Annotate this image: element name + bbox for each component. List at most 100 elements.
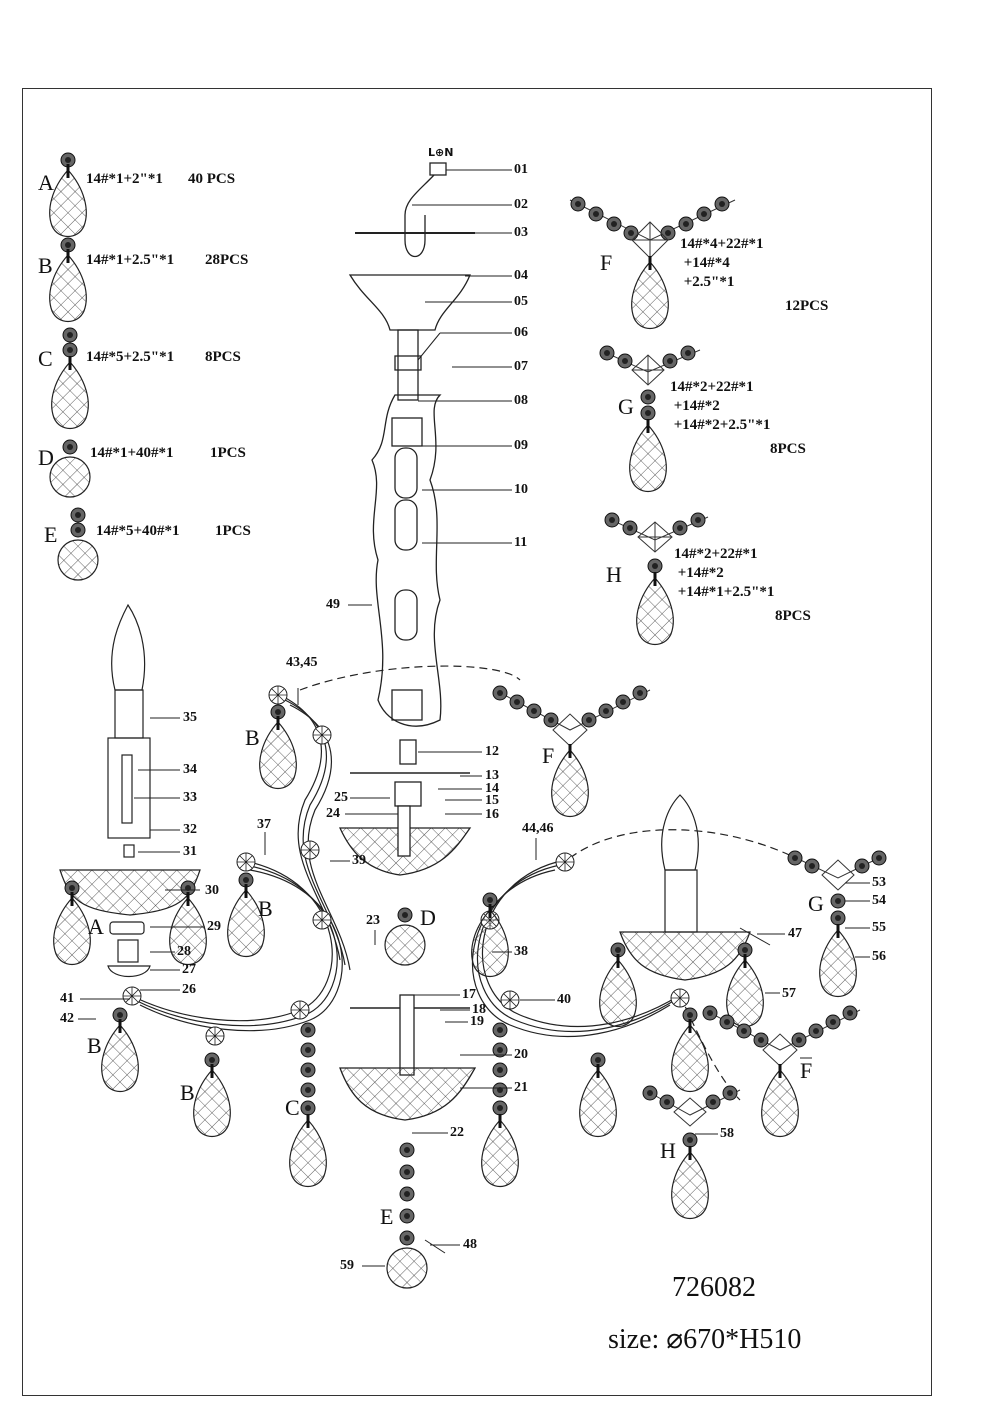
part-number: 26 xyxy=(182,982,196,997)
part-number: 25 xyxy=(334,790,348,805)
part-number: 56 xyxy=(872,949,886,964)
model-number: 726082 xyxy=(672,1272,756,1303)
legend-icon-d xyxy=(49,439,91,498)
part-number: 40 xyxy=(557,992,571,1007)
strand-c-right xyxy=(480,1022,520,1188)
part-number: 38 xyxy=(514,944,528,959)
part-number: 43,45 xyxy=(286,655,318,670)
legend-spec-a: 14#*1+2"*1 xyxy=(86,171,163,187)
part-number: 42 xyxy=(60,1011,74,1026)
callout-b: B xyxy=(245,725,260,750)
part-number: 28 xyxy=(177,944,191,959)
legend-qty-g: 8PCS xyxy=(770,441,806,457)
part-number: 53 xyxy=(872,875,886,890)
part-number: 54 xyxy=(872,893,886,908)
part-number: 18 xyxy=(472,1002,486,1017)
legend-qty-a: 40 PCS xyxy=(188,171,236,187)
legend-spec-c: 14#*5+2.5"*1 xyxy=(86,349,175,365)
legend-icon-c xyxy=(50,327,90,430)
legend-letter-h: H xyxy=(606,562,622,587)
part-number: 15 xyxy=(485,793,499,808)
legend-qty-b: 28PCS xyxy=(205,252,249,268)
part-number: 12 xyxy=(485,744,499,759)
legend-icon-g xyxy=(599,345,701,493)
callout-f: F xyxy=(542,743,555,768)
arms xyxy=(129,665,801,1101)
part-number: 22 xyxy=(450,1125,464,1140)
part-number: 47 xyxy=(788,926,802,941)
part-number: 02 xyxy=(514,197,528,212)
part-number: 09 xyxy=(514,438,528,453)
part-number: 08 xyxy=(514,393,528,408)
part-number: 44,46 xyxy=(522,821,554,836)
part-number: 57 xyxy=(782,986,796,1001)
legend-qty-d: 1PCS xyxy=(210,445,246,461)
part-number: 05 xyxy=(514,294,528,309)
candle-right xyxy=(619,794,751,981)
part-number: 04 xyxy=(514,268,528,283)
size-spec: size: ⌀670*H510 xyxy=(608,1324,802,1355)
callout-b: B xyxy=(87,1033,102,1058)
legend-letter-c: C xyxy=(38,346,53,371)
part-number: 10 xyxy=(514,482,528,497)
legend-spec-b: 14#*1+2.5"*1 xyxy=(86,252,175,268)
terminal-label: L⊕N xyxy=(428,146,454,159)
part-number: 21 xyxy=(514,1080,528,1095)
callout-a: A xyxy=(88,914,104,939)
part-number: 27 xyxy=(182,962,196,977)
part-number: 01 xyxy=(514,162,528,177)
part-number: 24 xyxy=(326,806,340,821)
part-number: 41 xyxy=(60,991,74,1006)
legend-letter-g: G xyxy=(618,394,634,419)
part-number: 55 xyxy=(872,920,886,935)
legend-icon-b xyxy=(48,237,88,323)
part-number: 30 xyxy=(205,883,219,898)
part-number: 31 xyxy=(183,844,197,859)
callout-b: B xyxy=(258,896,273,921)
legend-spec-g: 14#*2+22#*1 +14#*2 +14#*2+2.5"*1 xyxy=(670,379,771,433)
strand-g-right xyxy=(787,850,887,998)
part-number: 11 xyxy=(514,535,528,550)
part-number: 33 xyxy=(183,790,197,805)
part-number: 48 xyxy=(463,1237,477,1252)
callout-f: F xyxy=(800,1058,813,1083)
legend-qty-h: 8PCS xyxy=(775,608,811,624)
part-number: 20 xyxy=(514,1047,528,1062)
part-number: 59 xyxy=(340,1258,354,1273)
legend-spec-d: 14#*1+40#*1 xyxy=(90,445,174,461)
part-number: 19 xyxy=(470,1014,484,1029)
callout-d: D xyxy=(420,905,436,930)
strand-f-center xyxy=(492,685,651,818)
callout-e: E xyxy=(380,1204,394,1229)
part-number: 16 xyxy=(485,807,499,822)
part-number: 06 xyxy=(514,325,528,340)
legend-qty-e: 1PCS xyxy=(215,523,251,539)
legend-spec-h: 14#*2+22#*1 +14#*2 +14#*1+2.5"*1 xyxy=(674,546,775,600)
part-number: 39 xyxy=(352,853,366,868)
part-number: 03 xyxy=(514,225,528,240)
ceiling-canopy-assembly xyxy=(338,162,477,1121)
part-number: 13 xyxy=(485,768,499,783)
part-number: 37 xyxy=(257,817,271,832)
part-number: 14 xyxy=(485,781,499,796)
legend-letter-b: B xyxy=(38,253,53,278)
legend-spec-e: 14#*5+40#*1 xyxy=(96,523,180,539)
part-number: 34 xyxy=(183,762,197,777)
legend-letter-d: D xyxy=(38,445,54,470)
drawing-frame xyxy=(22,88,932,1396)
leader-lines xyxy=(78,169,870,1267)
strand-h-lower xyxy=(642,1085,741,1220)
legend-letter-e: E xyxy=(44,522,58,547)
part-number: 32 xyxy=(183,822,197,837)
part-number: 49 xyxy=(326,597,340,612)
part-number: 07 xyxy=(514,359,528,374)
strand-f-right xyxy=(702,1005,861,1138)
callout-b: B xyxy=(180,1080,195,1105)
legend-icon-h xyxy=(604,512,709,646)
legend-icon-a xyxy=(48,152,88,238)
callout-h: H xyxy=(660,1138,676,1163)
legend-qty-f: 12PCS xyxy=(785,298,829,314)
legend-qty-c: 8PCS xyxy=(205,349,241,365)
legend-letter-f: F xyxy=(600,250,613,275)
